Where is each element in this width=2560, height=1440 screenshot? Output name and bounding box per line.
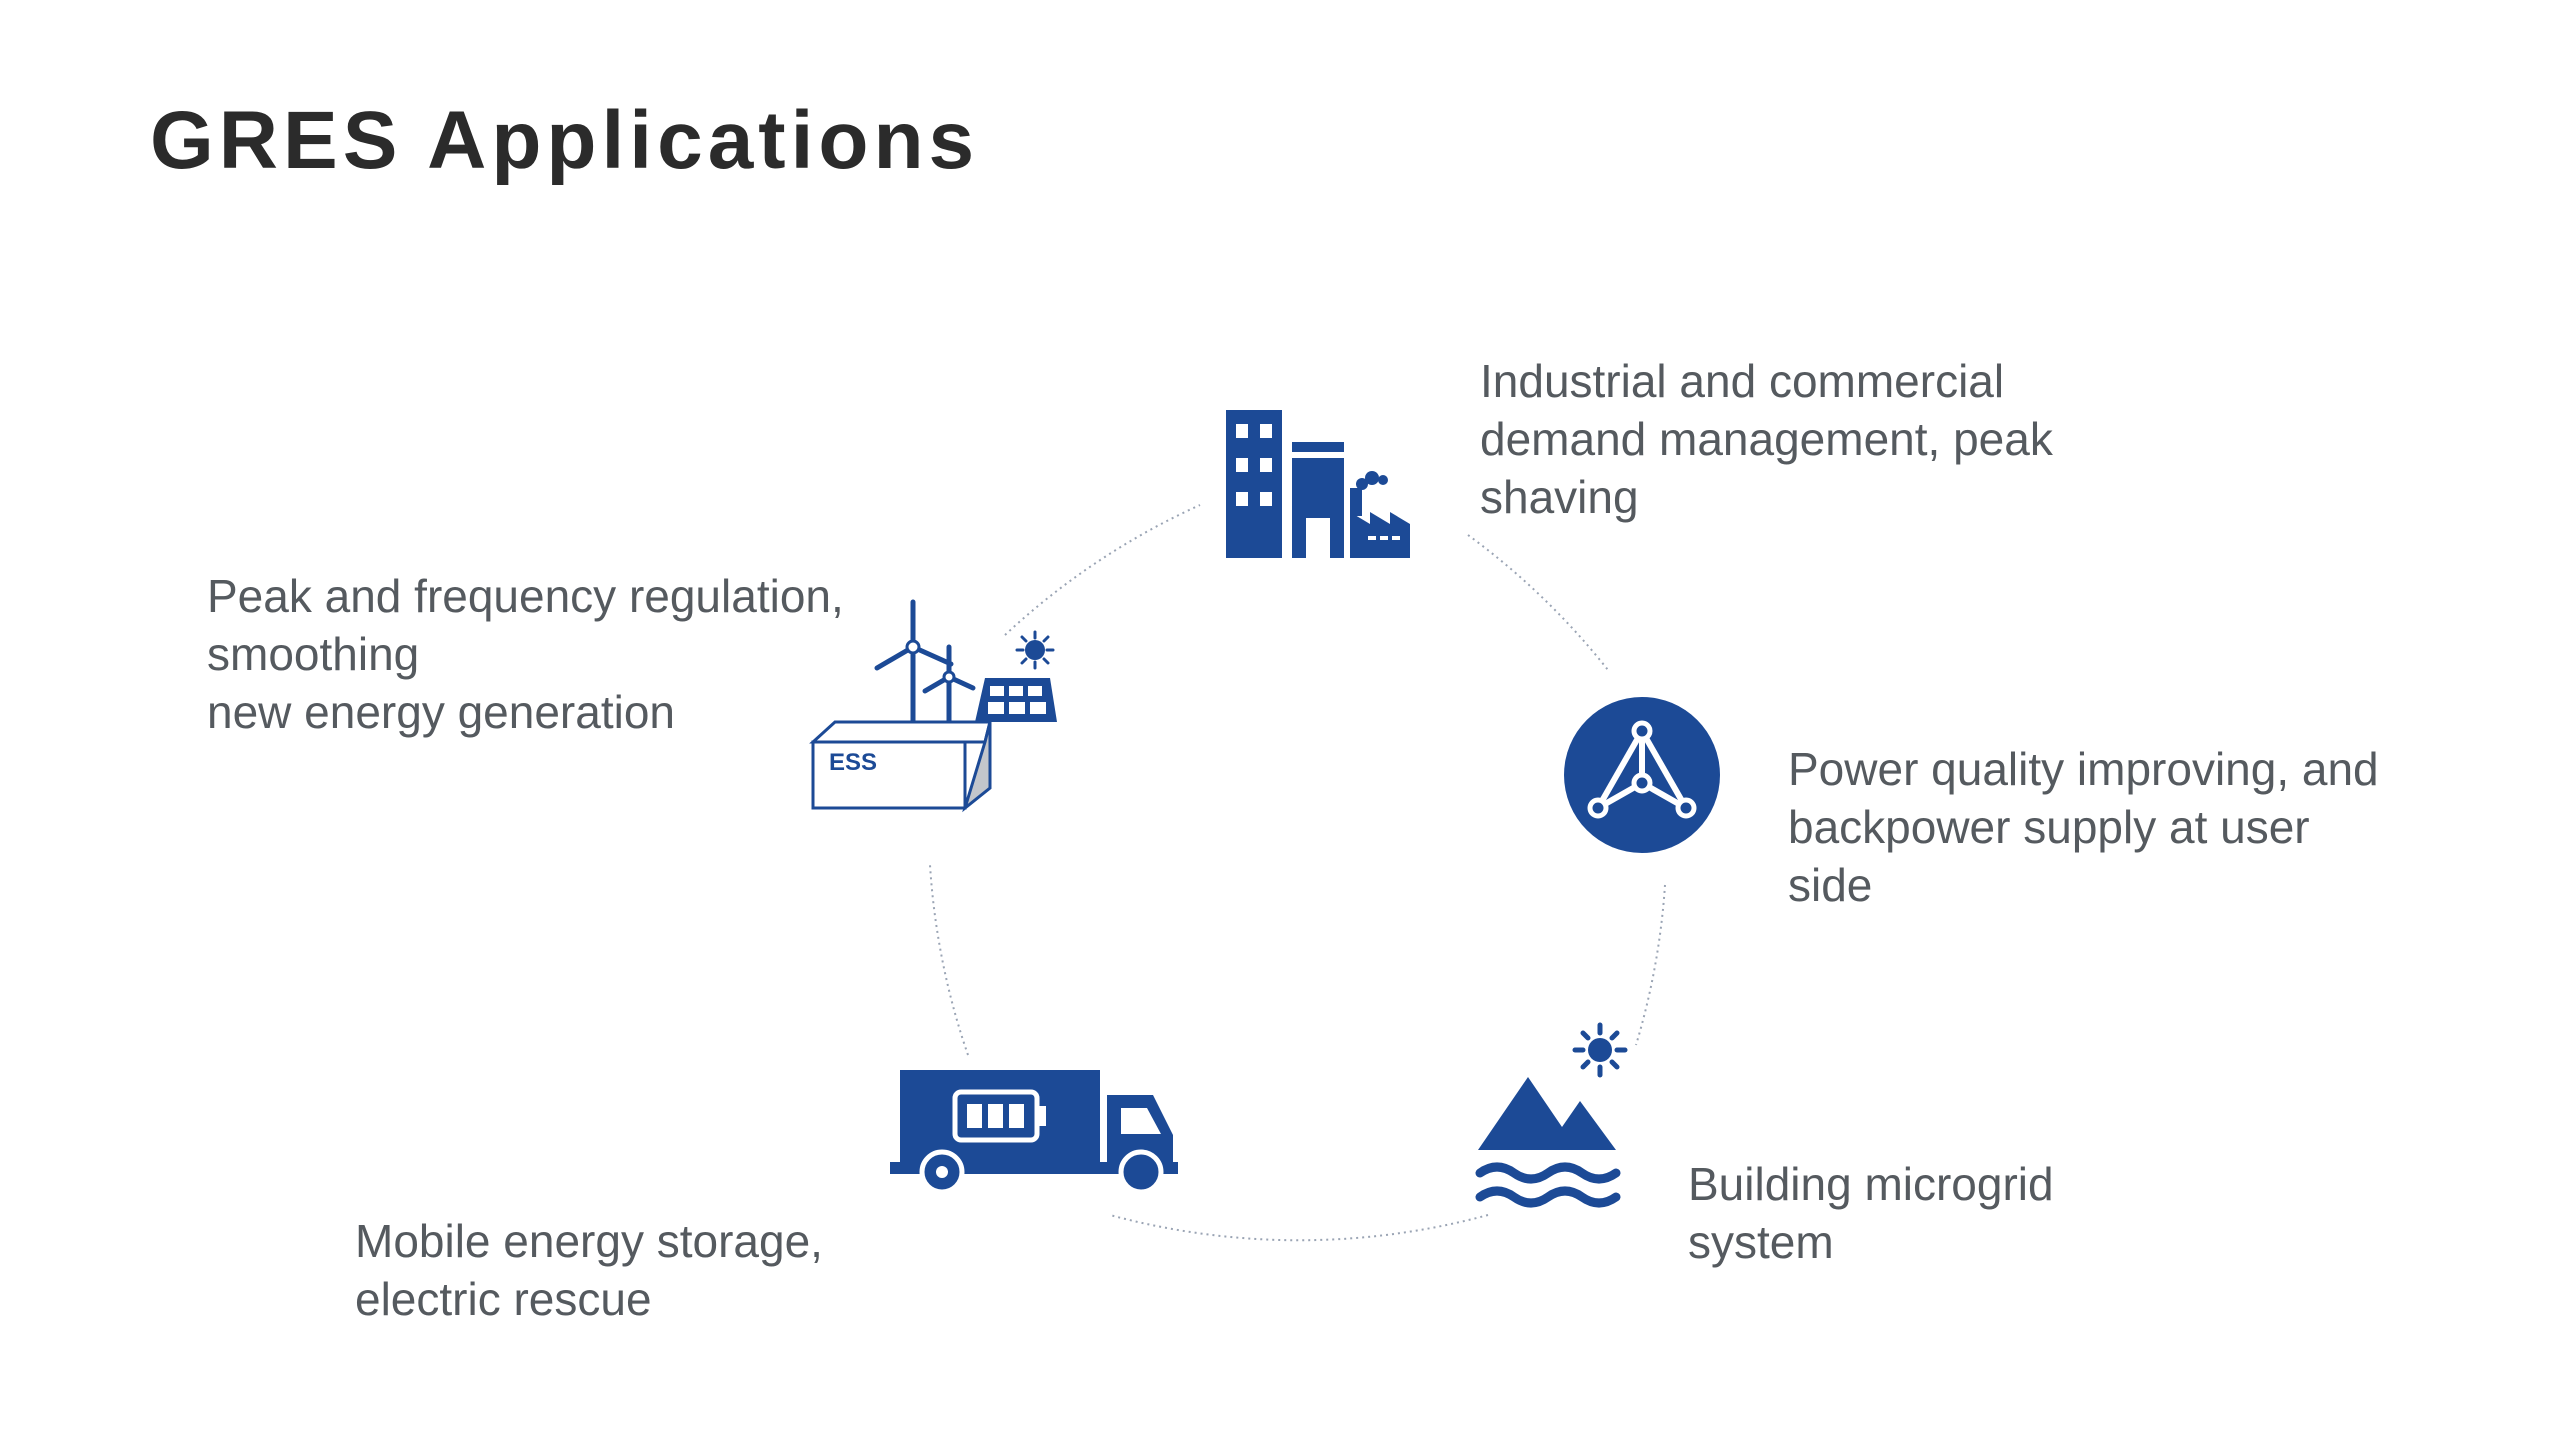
industrial-label-line: Industrial and commercial <box>1480 355 2005 407</box>
peak-frequency-label-line: smoothing <box>207 628 420 680</box>
industrial-label: Industrial and commercial demand managem… <box>1480 352 2053 526</box>
power-network-icon <box>1564 697 1720 853</box>
peak-frequency-label-line: new energy generation <box>207 686 675 738</box>
ring-arc-top-left <box>1004 504 1201 636</box>
ring-arc-right <box>1635 884 1666 1046</box>
ring-arc-left <box>929 864 969 1056</box>
page-title: GRES Applications <box>150 95 980 186</box>
mobile-storage-label: Mobile energy storage, electric rescue <box>355 1212 823 1328</box>
peak-frequency-label: Peak and frequency regulation, smoothing… <box>207 567 844 741</box>
industrial-label-line: demand management, peak <box>1480 413 2053 465</box>
ess-wind-solar-icon: ESS <box>809 599 1057 813</box>
microgrid-label-line: Building microgrid <box>1688 1158 2054 1210</box>
power-quality-label-line: side <box>1788 859 1873 911</box>
mobile-storage-label-line: Mobile energy storage, <box>355 1215 823 1267</box>
mountain-water-sun-icon <box>1475 1022 1628 1208</box>
microgrid-label-line: system <box>1688 1216 1834 1268</box>
industrial-label-line: shaving <box>1480 471 1639 523</box>
mobile-storage-label-line: electric rescue <box>355 1273 652 1325</box>
factory-buildings-icon <box>1226 410 1410 558</box>
ess-text: ESS <box>829 749 877 776</box>
battery-icon <box>952 1089 1046 1143</box>
ring-arc-bottom <box>1109 1214 1489 1242</box>
power-quality-label: Power quality improving, and backpower s… <box>1788 740 2379 914</box>
power-quality-label-line: backpower supply at user <box>1788 801 2310 853</box>
battery-truck-icon <box>890 1070 1178 1195</box>
peak-frequency-label-line: Peak and frequency regulation, <box>207 570 844 622</box>
microgrid-label: Building microgrid system <box>1688 1155 2054 1271</box>
power-quality-label-line: Power quality improving, and <box>1788 743 2379 795</box>
ring-arc-top-right <box>1467 534 1609 671</box>
